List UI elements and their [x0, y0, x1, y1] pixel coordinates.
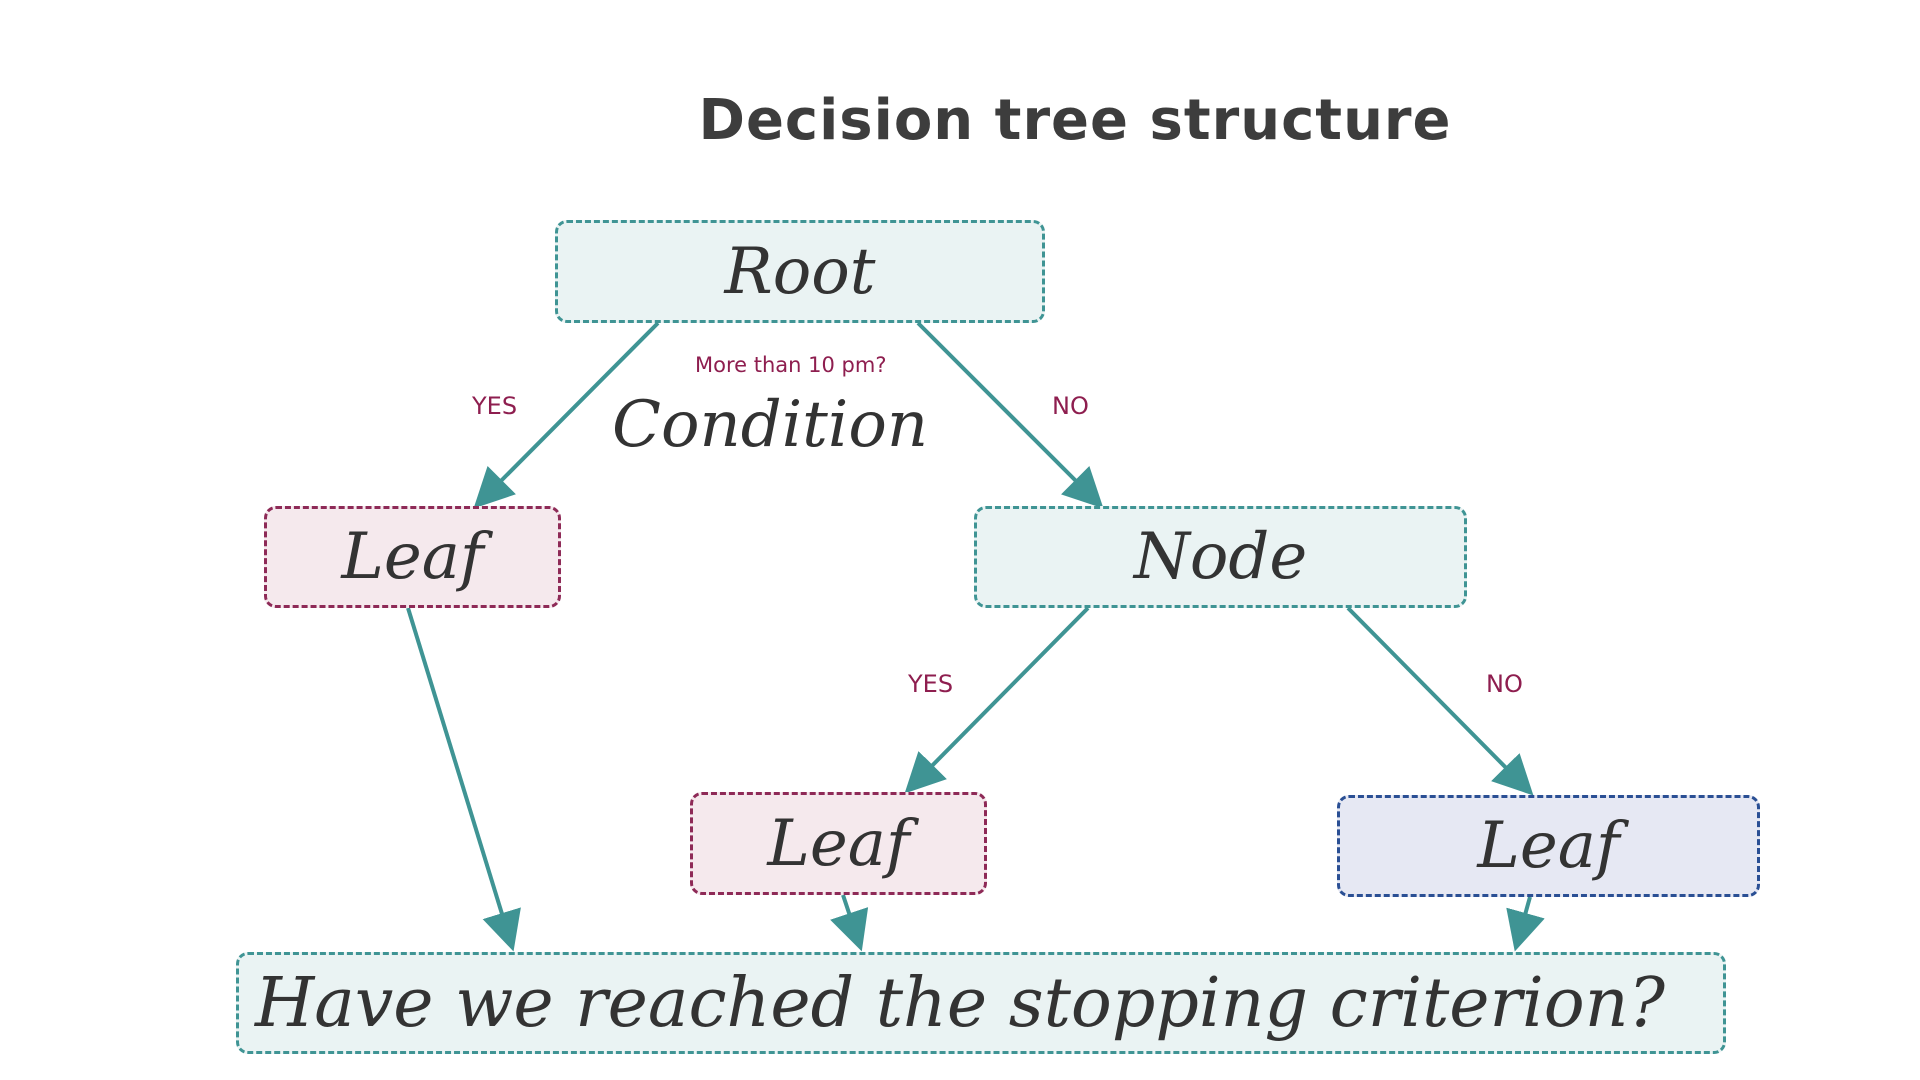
arrow-node-to-leaf-middle — [904, 606, 1090, 794]
decision-node: Node — [974, 506, 1467, 608]
branch-label-node-yes: YES — [908, 670, 954, 698]
arrow-leaf-middle-to-stopping — [830, 894, 869, 952]
arrow-leaf-right-to-stopping — [1506, 896, 1545, 952]
arrow-node-to-leaf-right — [1346, 606, 1534, 796]
diagram-title: Decision tree structure — [698, 88, 1452, 153]
condition-label: Condition — [612, 388, 929, 462]
branch-label-node-no: NO — [1486, 670, 1523, 698]
arrow-root-to-node — [916, 321, 1104, 509]
root-node: Root — [555, 220, 1045, 323]
stopping-criterion-box: Have we reached the stopping criterion? — [236, 952, 1726, 1054]
arrow-leaf-left-to-stopping — [406, 607, 521, 952]
branch-label-root-no: NO — [1052, 392, 1089, 420]
leaf-left: Leaf — [264, 506, 561, 608]
leaf-middle: Leaf — [690, 792, 987, 895]
condition-question: More than 10 pm? — [695, 353, 887, 377]
arrow-root-to-leaf-left — [473, 321, 660, 509]
leaf-right: Leaf — [1337, 795, 1760, 897]
branch-label-root-yes: YES — [472, 392, 518, 420]
